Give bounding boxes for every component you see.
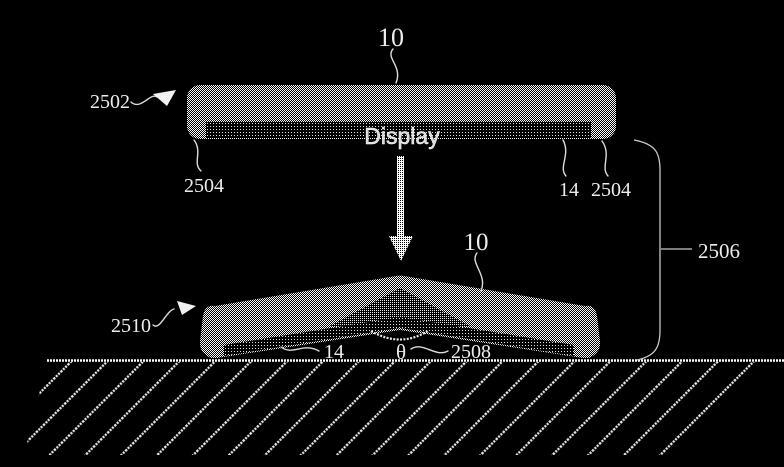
leader-2510 bbox=[152, 308, 175, 327]
drop-height-bracket bbox=[633, 139, 692, 361]
theta-symbol: θ bbox=[396, 340, 406, 364]
bent-device bbox=[199, 275, 601, 358]
ref-14-right: 14 bbox=[559, 179, 579, 201]
ref-10-bottom: 10 bbox=[464, 229, 489, 256]
bend-angle-arc bbox=[370, 330, 429, 341]
leader-2504-left bbox=[193, 139, 202, 172]
top-device-display-band bbox=[206, 122, 591, 138]
top-device: Display bbox=[187, 85, 616, 149]
arrow-head-icon bbox=[389, 236, 413, 261]
leader-2504-right bbox=[601, 140, 609, 177]
leader-2502-arrowhead-icon bbox=[153, 90, 176, 106]
ref-2510: 2510 bbox=[111, 315, 151, 337]
leader-14-bottom bbox=[280, 346, 320, 352]
leader-14-right bbox=[562, 139, 567, 177]
ref-2506: 2506 bbox=[698, 239, 740, 263]
leader-2508 bbox=[410, 346, 449, 354]
ground-hatching bbox=[24, 362, 781, 455]
leader-10-bottom bbox=[474, 252, 484, 292]
ref-10-top: 10 bbox=[378, 23, 404, 52]
drop-motion-arrow bbox=[389, 156, 413, 261]
ref-14-bottom: 14 bbox=[324, 341, 344, 363]
leader-10-top bbox=[390, 48, 399, 84]
leader-2510-arrowhead-icon bbox=[177, 301, 196, 315]
arrow-shaft bbox=[397, 156, 404, 238]
ref-2504-left: 2504 bbox=[184, 175, 224, 197]
ref-2504-right: 2504 bbox=[591, 179, 631, 201]
ref-2502: 2502 bbox=[90, 91, 130, 113]
bent-device-display-band bbox=[224, 317, 574, 356]
ref-2508: 2508 bbox=[451, 341, 491, 363]
bracket-curve bbox=[633, 139, 661, 361]
leader-2502 bbox=[130, 95, 158, 106]
display-label: Display bbox=[364, 123, 440, 149]
bend-vertex-shadow bbox=[330, 288, 470, 326]
